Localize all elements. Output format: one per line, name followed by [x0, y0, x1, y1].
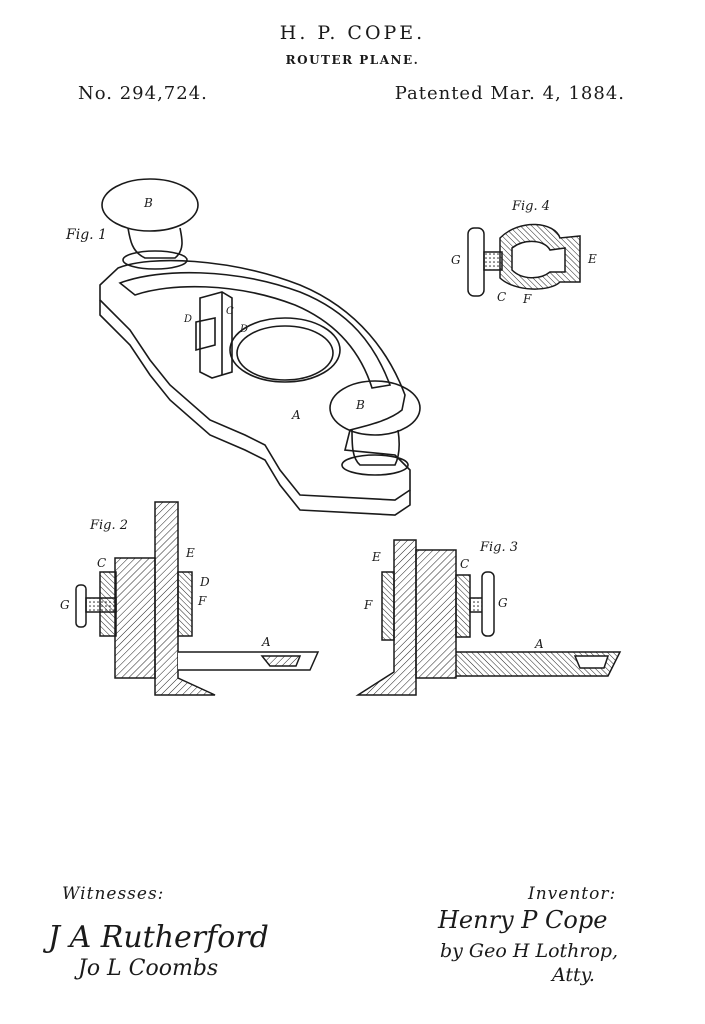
inventor-signature: Henry P Cope: [438, 906, 608, 934]
fig1-part-C: C: [226, 306, 234, 317]
fig3-part-E: E: [372, 550, 381, 564]
witness-signature-1: J A Rutherford: [48, 920, 269, 955]
figure-4-drawing: [467, 223, 581, 297]
fig2-label: Fig. 2: [90, 518, 129, 533]
fig3-part-A: A: [535, 637, 544, 651]
fig4-part-E: E: [588, 252, 597, 266]
fig4-part-C: C: [497, 290, 507, 304]
fig2-part-F: F: [198, 594, 207, 608]
figure-3-drawing: [355, 539, 622, 696]
attorney-signature: by Geo H Lothrop,: [440, 940, 619, 962]
fig2-part-E: E: [186, 546, 195, 560]
fig1-label: Fig. 1: [66, 227, 107, 243]
fig2-part-A: A: [262, 635, 271, 649]
fig2-part-C: C: [97, 556, 107, 570]
fig1-part-A: A: [292, 408, 301, 422]
fig2-part-G: G: [60, 598, 70, 612]
fig1-part-B2: B: [356, 398, 365, 412]
fig3-part-C: C: [460, 557, 470, 571]
fig4-label: Fig. 4: [512, 199, 551, 214]
witnesses-heading: Witnesses:: [62, 884, 165, 904]
patent-number: No. 294,724.: [78, 83, 208, 104]
figure-1-drawing: [99, 178, 421, 516]
fig1-part-B1: B: [144, 196, 153, 210]
inventor-heading: Inventor:: [528, 884, 617, 904]
fig3-label: Fig. 3: [480, 540, 519, 555]
invention-title: ROUTER PLANE.: [285, 53, 420, 67]
attorney-suffix: Atty.: [552, 964, 595, 986]
fig4-part-G: G: [451, 253, 461, 267]
fig1-part-D1: D: [184, 314, 193, 325]
fig2-part-D: D: [200, 575, 210, 589]
fig4-part-F: F: [523, 292, 532, 306]
inventor-name-heading: H. P. COPE.: [279, 22, 426, 44]
fig3-part-G: G: [498, 596, 508, 610]
witness-signature-2: Jo L Coombs: [78, 956, 219, 981]
fig1-part-D2: D: [240, 324, 249, 335]
figure-2-drawing: [75, 501, 320, 696]
patent-date: Patented Mar. 4, 1884.: [394, 83, 625, 104]
fig3-part-F: F: [364, 598, 373, 612]
